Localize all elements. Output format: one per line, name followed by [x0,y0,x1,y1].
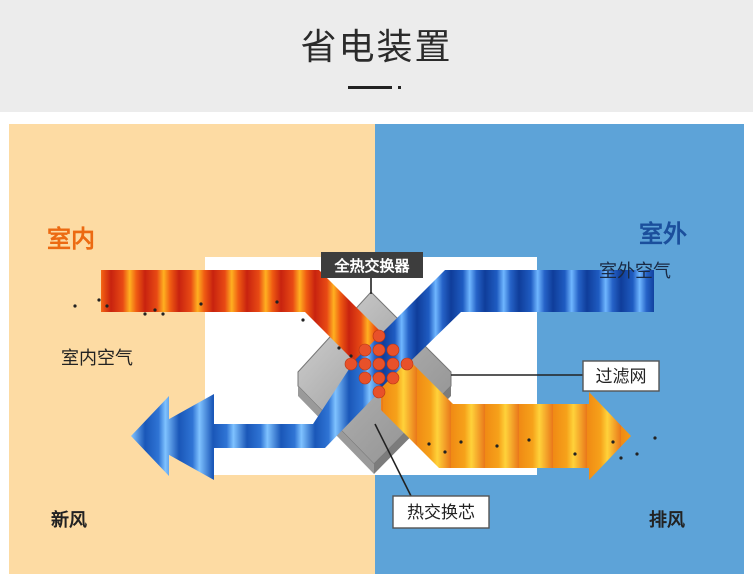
title-underline [348,86,392,89]
page-title: 省电装置 [300,27,453,68]
title-underline-dot [398,86,401,89]
core-label-box [392,495,490,529]
outdoor-heading: 室外 [639,220,687,248]
indoor-air-label: 室内空气 [61,348,133,369]
exhaust-air-arrow [381,360,631,480]
core-label: 热交换芯 [407,503,475,523]
page-header: 省电装置 [0,0,753,112]
fresh-air-label: 新风 [51,509,87,531]
outdoor-air-label: 室外空气 [599,261,671,282]
core-callout-line [374,423,412,497]
indoor-heading: 室内 [47,225,95,253]
filter-label-box [582,360,660,392]
core-dots [344,329,414,399]
exhaust-label: 排风 [649,509,685,531]
exchanger-label-box [321,252,423,278]
outdoor-air-stream [355,270,654,388]
filter-label: 过滤网 [596,367,647,387]
heat-exchanger-diagram: 全热交换器 过滤网 热交换芯 室内 室外 室内空气 室外空气 新风 排风 [9,124,744,574]
diagram-frame: 全热交换器 过滤网 热交换芯 室内 室外 室内空气 室外空气 新风 排风 [0,112,753,580]
fresh-air-arrow-head [137,394,214,480]
indoor-air-stream [101,270,409,388]
particles [73,298,657,460]
exchanger-label: 全热交换器 [333,257,410,275]
